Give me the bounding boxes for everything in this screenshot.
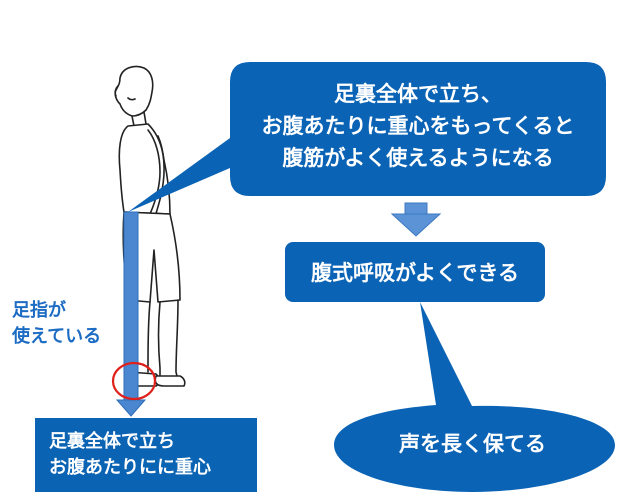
top-callout-bubble	[128, 62, 606, 212]
bottom-summary-box: 足裏全体で立ち お腹あたりにに重心	[35, 418, 257, 492]
bottom-ellipse-bubble	[334, 302, 615, 492]
callout-line-1: 足裏全体で立ち、	[334, 82, 502, 106]
callout-text: 足裏全体で立ち、 お腹あたりに重心をもってくると 腹筋がよく使えるようになる	[238, 78, 598, 174]
toe-label: 足指が 使えている	[12, 298, 101, 350]
ellipse-label: 声を長く保てる	[345, 405, 600, 481]
bottom-box-line-1: 足裏全体で立ち	[49, 431, 175, 452]
vertical-down-arrow	[115, 211, 147, 417]
toe-label-line-1: 足指が	[12, 300, 66, 321]
callout-line-3: 腹筋がよく使えるようになる	[282, 146, 554, 170]
bottom-box-line-2: お腹あたりにに重心	[49, 457, 211, 478]
ellipse-text: 声を長く保てる	[399, 432, 546, 456]
abdominal-breathing-box: 腹式呼吸がよくできる	[285, 242, 545, 302]
abdominal-breathing-text: 腹式呼吸がよくできる	[311, 261, 519, 285]
callout-line-2: お腹あたりに重心をもってくると	[261, 114, 575, 138]
toe-highlight-circle	[111, 361, 157, 401]
down-block-arrow	[390, 202, 442, 237]
toe-label-line-2: 使えている	[12, 326, 102, 347]
